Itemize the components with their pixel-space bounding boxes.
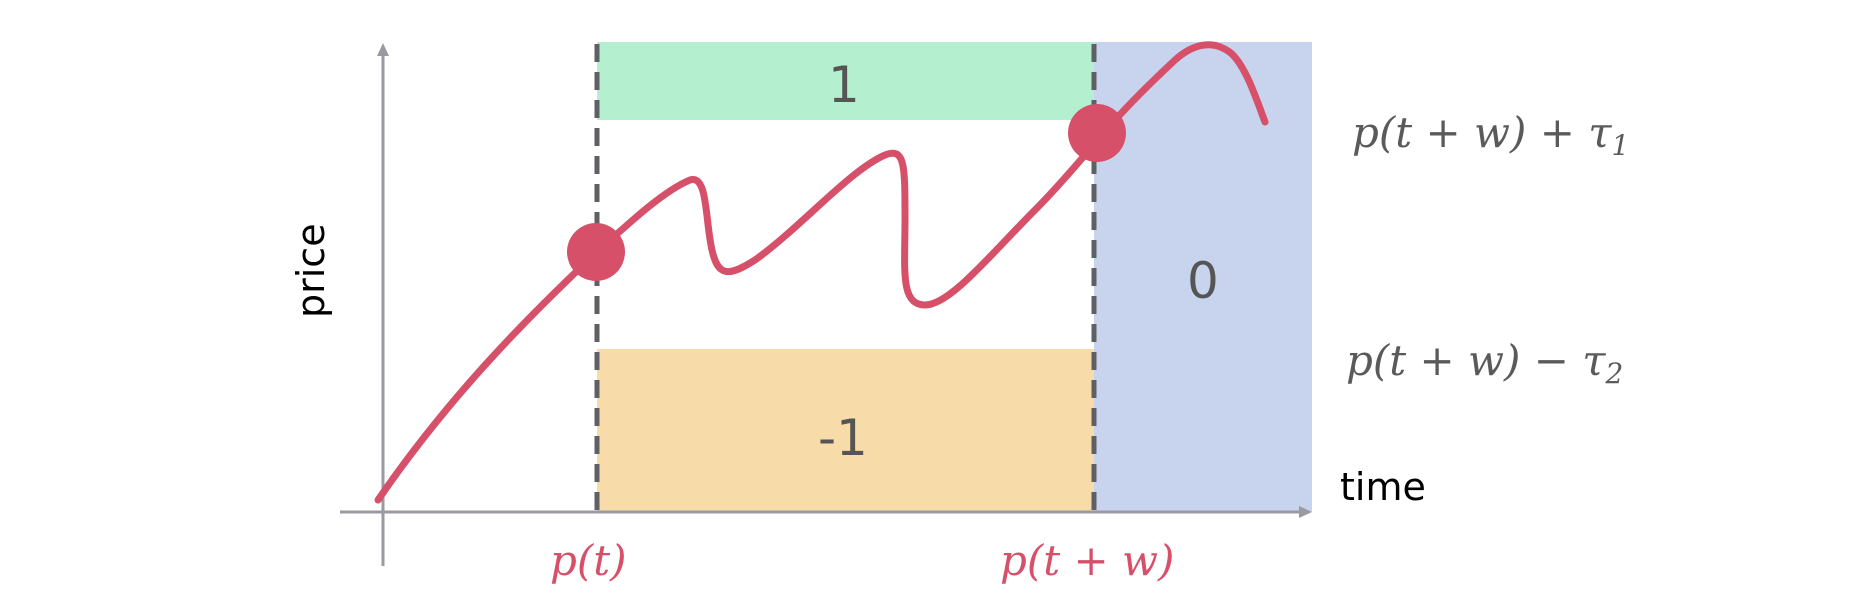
zone-down-rect xyxy=(597,349,1094,512)
marker-start-label: p(t) xyxy=(550,536,627,585)
y-axis-label: price xyxy=(289,223,333,318)
zone-up-rect xyxy=(597,42,1094,120)
zone-up-label: 1 xyxy=(828,56,860,114)
zone-after-label: 0 xyxy=(1187,252,1219,310)
price-curve xyxy=(374,41,1269,504)
marker-end-label: p(t + w) xyxy=(1000,536,1175,585)
x-axis-arrowhead xyxy=(1299,506,1312,518)
lower-threshold-base: p(t + w) − τ xyxy=(1346,336,1606,385)
zone-after-rect xyxy=(1094,42,1312,512)
point-end-dot xyxy=(1068,104,1126,162)
upper-threshold-base: p(t + w) + τ xyxy=(1352,108,1612,157)
y-axis-arrowhead xyxy=(377,43,389,56)
zone-down-label: -1 xyxy=(818,409,868,467)
lower-threshold-label: p(t + w) − τ2 xyxy=(1346,340,1623,388)
x-axis-label: time xyxy=(1340,465,1426,509)
upper-threshold-label: p(t + w) + τ1 xyxy=(1352,112,1629,160)
point-start-dot xyxy=(567,223,625,281)
upper-threshold-sub: 1 xyxy=(1611,129,1630,162)
lower-threshold-sub: 2 xyxy=(1605,357,1624,390)
